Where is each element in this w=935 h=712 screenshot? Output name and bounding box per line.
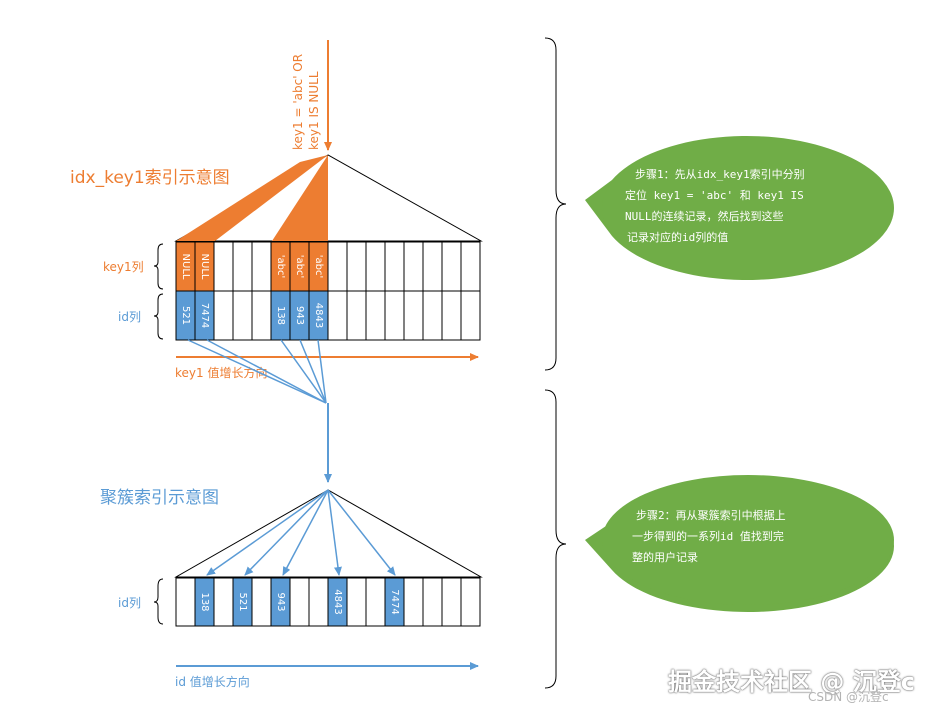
clustered-cell [251,577,272,627]
key1-cell [346,241,367,292]
key1-cell [327,241,348,292]
key1-cell-value: 'abc' [275,255,286,278]
key1-cell [403,241,424,292]
id-cell [232,290,253,341]
clustered-leaf-table: 138 521 943 4843 7474 [175,577,481,627]
clustered-cell [403,577,424,627]
clustered-cell [213,577,234,627]
query-label-line2: key1 IS NULL [307,71,321,150]
key1-cell-value: 'abc' [294,255,305,278]
clustered-cell [441,577,462,627]
idx-leaf-table: NULL 521 NULL 7474 'abc' 138 'abc' 943 'abc' 4843 [175,241,481,341]
step1-brace [544,37,567,371]
idx-title: idx_key1索引示意图 [70,168,230,188]
id-row-label-bottom: id列 [118,596,141,610]
step2-text-line3: 整的用户记录 [632,550,698,564]
key1-cell-value: 'abc' [313,255,324,278]
key1-cell-value: NULL [180,254,191,280]
id-cell-value-top: 943 [294,306,305,325]
id-cell [346,290,367,341]
converge-lines [187,339,327,404]
id-row-label-top: id列 [118,310,141,324]
clustered-cell [308,577,329,627]
id-row-brace-top [153,293,164,340]
clustered-cell-value: 138 [199,592,210,611]
clustered-cell-value: 521 [237,592,248,611]
key1-cell [460,241,481,292]
abc-range-wedge [272,155,328,241]
clustered-cell [346,577,367,627]
clustered-cell [422,577,443,627]
id-cell [441,290,462,341]
clustered-cell [175,577,196,627]
id-cell-value-top: 7474 [199,303,210,328]
clustered-cell [460,577,481,627]
id-cell [422,290,443,341]
key1-cell [232,241,253,292]
step1-text-line2: 定位 key1 = 'abc' 和 key1 IS [625,188,804,202]
key1-cell [213,241,234,292]
watermark-small: CSDN @沉登c [808,690,889,704]
id-direction-label: id 值增长方向 [175,674,250,689]
watermark: 掘金技术社区 @ 沉登c [668,668,915,696]
fan-out-arrows [206,489,396,576]
step2-brace [544,389,567,689]
id-cell [460,290,481,341]
step2-text-line1: 步骤2：再从聚簇索引中根据上 [636,508,786,522]
id-cell-value-top: 521 [180,306,191,325]
id-cell [213,290,234,341]
id-cell-value-top: 138 [275,306,286,325]
id-cell [365,290,386,341]
clustered-tree-triangle [174,489,483,578]
id-cell [251,290,272,341]
clustered-cell-value: 4843 [332,589,343,614]
step1-text-line3: NULL的连续记录，然后找到这些 [625,209,784,223]
clustered-cell-value: 943 [275,592,286,611]
step2-text-line2: 一步得到的一系列id 值找到完 [632,529,784,543]
id-cell [384,290,405,341]
key1-cell [251,241,272,292]
clustered-cell [365,577,386,627]
clustered-cell [289,577,310,627]
id-cell [403,290,424,341]
key1-cell [441,241,462,292]
step2-bubble: 步骤2：再从聚簇索引中根据上 一步得到的一系列id 值找到完 整的用户记录 [585,475,895,613]
key1-direction-label: key1 值增长方向 [175,365,267,380]
clustered-title: 聚簇索引示意图 [100,488,219,508]
key1-cell-value: NULL [199,254,210,280]
id-row-brace-bottom [153,578,164,625]
query-label-line1: key1 = 'abc' OR [291,54,305,150]
id-cell-value-top: 4843 [313,303,324,328]
step1-text-line1: 步骤1：先从idx_key1索引中分别 [635,167,805,181]
key1-row-label: key1列 [103,260,144,274]
null-range-wedge [176,155,328,241]
clustered-cell-value: 7474 [389,589,400,614]
key1-row-brace [153,243,164,290]
key1-cell [365,241,386,292]
id-cell [327,290,348,341]
key1-cell [384,241,405,292]
key1-cell [422,241,443,292]
step1-bubble: 步骤1：先从idx_key1索引中分别 定位 key1 = 'abc' 和 ke… [585,136,894,280]
step1-text-line4: 记录对应的id列的值 [627,230,728,244]
